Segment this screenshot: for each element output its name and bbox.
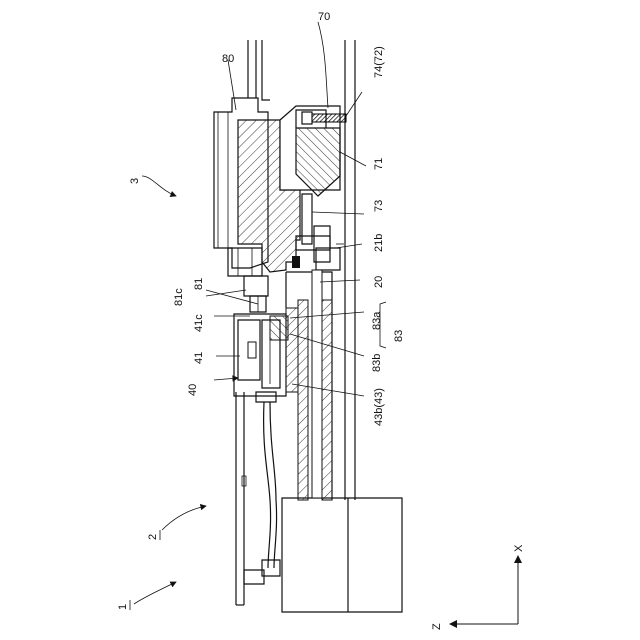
axis-indicator [450, 556, 518, 624]
label-3: 3 [129, 178, 141, 184]
label-81c: 81c [173, 288, 185, 306]
label-40: 40 [187, 384, 199, 396]
label-2: 2 [147, 534, 159, 540]
label-21b: 21b [373, 234, 385, 252]
axis-label-z: Z [431, 623, 443, 630]
label-73: 73 [373, 200, 385, 212]
shaft-20 [270, 270, 332, 500]
axis-label-x: X [513, 544, 525, 552]
base-block [282, 498, 402, 612]
label-81: 81 [193, 278, 205, 290]
label-83b: 83b [371, 354, 383, 372]
label-80: 80 [222, 53, 234, 65]
label-41: 41 [193, 352, 205, 364]
spring-74 [312, 114, 346, 122]
label-41c: 41c [193, 314, 205, 332]
label-83: 83 [393, 330, 405, 342]
part-81 [244, 276, 268, 312]
label-20: 20 [373, 276, 385, 288]
housing-2 [236, 392, 244, 605]
label-70: 70 [318, 11, 330, 23]
label-43b-43: 43b(43) [373, 388, 385, 426]
label-1: 1 [117, 604, 129, 610]
wire [242, 402, 280, 584]
label-71: 71 [373, 158, 385, 170]
label-83a: 83a [371, 311, 383, 330]
label-74-72: 74(72) [373, 46, 385, 78]
